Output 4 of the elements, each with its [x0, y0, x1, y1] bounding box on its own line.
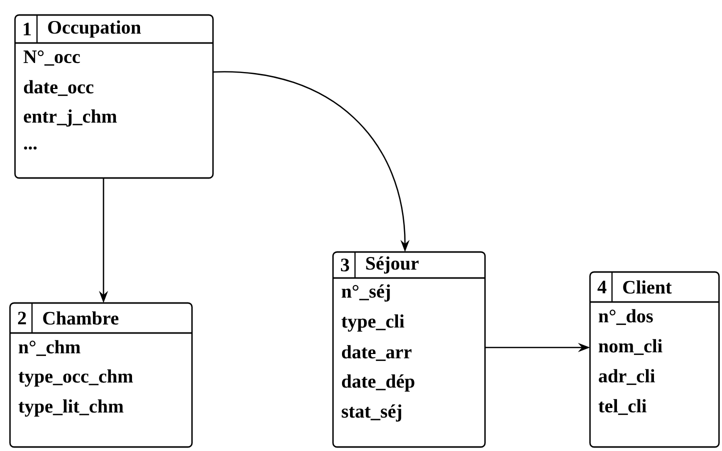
entity-table: 4 Client n°_dos nom_cli adr_cli tel_cli	[589, 271, 720, 448]
entity-table: 1 Occupation N°_occ date_occ entr_j_chm ...	[14, 14, 214, 179]
entity-table: 2 Chambre n°_chm type_occ_chm type_lit_chm	[9, 302, 193, 448]
entity-table: 3 Séjour n°_séj type_cli date_arr date_dép stat_séj	[332, 251, 486, 448]
